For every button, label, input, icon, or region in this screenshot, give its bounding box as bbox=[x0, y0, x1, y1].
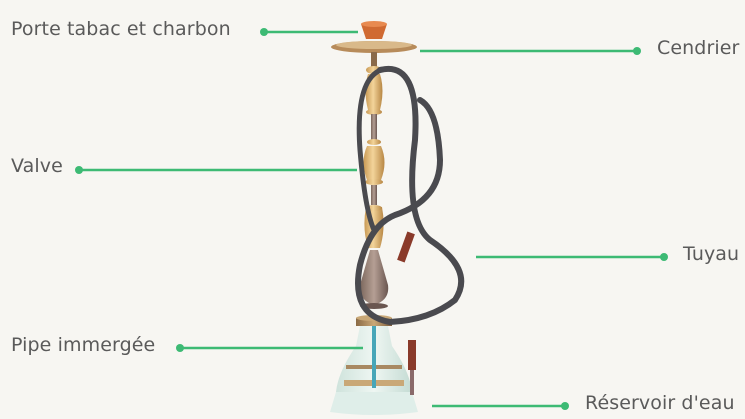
label-pipe: Pipe immergée bbox=[11, 334, 155, 356]
label-reservoir: Réservoir d'eau bbox=[585, 392, 735, 414]
label-tuyau: Tuyau bbox=[683, 243, 739, 265]
label-valve: Valve bbox=[11, 155, 63, 177]
label-cendrier: Cendrier bbox=[657, 37, 739, 59]
label-porte-tabac: Porte tabac et charbon bbox=[11, 18, 231, 40]
immersed-pipe bbox=[372, 326, 376, 388]
hose-handle bbox=[397, 232, 415, 263]
